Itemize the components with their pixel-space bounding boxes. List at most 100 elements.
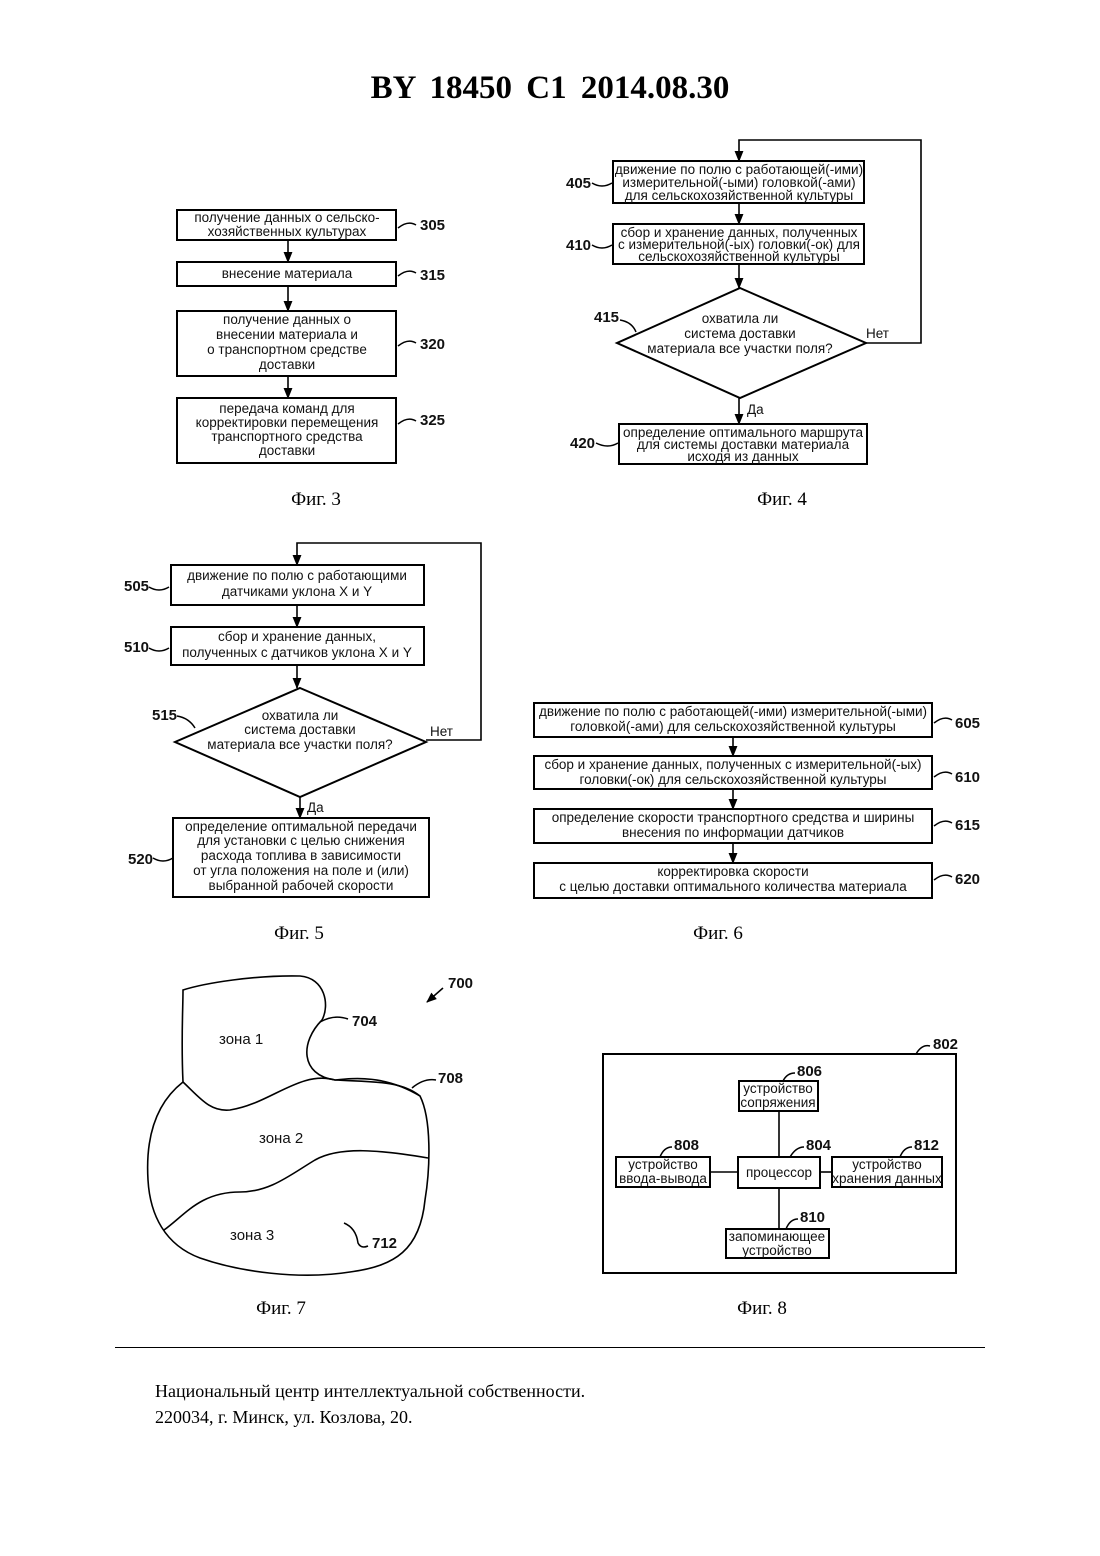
- fig-7: зона 1 зона 2 зона 3 704 708 712 700 Фиг…: [148, 975, 473, 1319]
- fig8-block-808-line-2: ввода-вывода: [619, 1171, 707, 1186]
- fig7-leader-712: [344, 1223, 368, 1247]
- fig8-block-806-line-1: устройство: [743, 1081, 813, 1096]
- fig6-box-610-line-1: сбор и хранение данных, полученных с изм…: [544, 757, 921, 772]
- footer: Национальный центр интеллектуальной собс…: [155, 1378, 585, 1430]
- fig8-block-812-line-1: устройство: [852, 1157, 922, 1172]
- fig5-box-520-line-1: определение оптимальной передачи: [185, 819, 417, 834]
- fig6-box-605-line-2: головкой(-ами) для сельскохозяйственной …: [570, 719, 896, 734]
- fig5-box-520-line-4: от угла положения на поле и (или): [193, 863, 409, 878]
- fig5-ref-510: 510: [124, 639, 149, 656]
- fig3-ref-315: 315: [420, 267, 445, 284]
- fig8-ref-806: 806: [797, 1063, 822, 1080]
- fig7-zone-3-label: зона 3: [230, 1227, 274, 1244]
- fig6-box-615-line-1: определение скорости транспортного средс…: [552, 810, 915, 825]
- fig5-caption: Фиг. 5: [274, 923, 324, 944]
- fig8-ref-802: 802: [933, 1036, 958, 1053]
- fig6-box-610-line-2: головки(-ок) для сельскохозяйственной ку…: [579, 772, 886, 787]
- fig7-zone1-boundary: [183, 1078, 335, 1110]
- fig6-ref-615: 615: [955, 817, 980, 834]
- fig5-box-505-line-2: датчиками уклона X и Y: [222, 584, 372, 599]
- fig5-leader-520: [153, 858, 173, 861]
- fig8-leader-802: [916, 1046, 930, 1054]
- fig3-ref-305: 305: [420, 217, 445, 234]
- fig4-box-420-line-3: исходя из данных: [687, 449, 799, 464]
- fig3-ref-320: 320: [420, 336, 445, 353]
- fig-6: движение по полю с работающей(-ими) изме…: [534, 703, 980, 944]
- fig4-decision-yes-label: Да: [747, 402, 764, 417]
- fig3-ref-325: 325: [420, 412, 445, 429]
- fig7-ref-704: 704: [352, 1013, 378, 1030]
- fig7-ref-712: 712: [372, 1235, 397, 1252]
- fig6-box-605-line-1: движение по полю с работающей(-ими) изме…: [539, 704, 927, 719]
- footer-line-2: 220034, г. Минск, ул. Козлова, 20.: [155, 1404, 585, 1430]
- fig7-leader-704: [320, 1017, 348, 1022]
- fig4-ref-410: 410: [566, 237, 591, 254]
- fig4-box-410-line-3: сельскохозяйственной культуры: [638, 249, 840, 264]
- fig6-box-615-line-2: внесения по информации датчиков: [622, 825, 844, 840]
- footer-line-1: Национальный центр интеллектуальной собс…: [155, 1378, 585, 1404]
- fig4-ref-415: 415: [594, 309, 619, 326]
- fig6-ref-620: 620: [955, 871, 980, 888]
- fig3-leader-325: [398, 419, 416, 424]
- fig-5: движение по полю с работающими датчиками…: [124, 543, 481, 944]
- fig7-leader-708: [412, 1080, 436, 1088]
- fig3-box-320-line-4: доставки: [259, 357, 315, 372]
- fig8-block-810-line-1: запоминающее: [729, 1229, 825, 1244]
- fig3-leader-315: [398, 271, 416, 276]
- fig7-zone-1-label: зона 1: [219, 1031, 263, 1048]
- fig3-box-315-line-1: внесение материала: [222, 266, 353, 281]
- fig5-box-510-line-1: сбор и хранение данных,: [218, 629, 376, 644]
- fig6-box-620-line-2: с целью доставки оптимального количества…: [559, 879, 907, 894]
- fig3-box-305-line-2: хозяйственных культурах: [208, 224, 367, 239]
- fig8-ref-812: 812: [914, 1137, 939, 1154]
- fig5-box-510-line-2: полученных с датчиков уклона X и Y: [182, 645, 412, 660]
- fig4-decision-line-3: материала все участки поля?: [647, 341, 832, 356]
- fig6-caption: Фиг. 6: [693, 923, 743, 944]
- fig8-block-812-line-2: хранения данных: [832, 1171, 942, 1186]
- fig7-ref-708: 708: [438, 1070, 463, 1087]
- fig5-box-520-line-3: расхода топлива в зависимости: [201, 848, 401, 863]
- fig6-box-620-line-1: корректировка скорости: [657, 864, 808, 879]
- fig3-leader-305: [398, 223, 416, 228]
- fig5-decision-yes-label: Да: [307, 800, 324, 815]
- fig5-decision-line-2: система доставки: [244, 722, 355, 737]
- footer-divider: [115, 1347, 985, 1348]
- fig-4: движение по полю с работающей(-ими) изме…: [566, 140, 921, 510]
- fig4-decision-line-2: система доставки: [684, 326, 795, 341]
- fig4-box-405-line-3: для сельскохозяйственной культуры: [625, 188, 853, 203]
- fig8-block-804-line-1: процессор: [746, 1165, 812, 1180]
- fig4-leader-415: [620, 320, 636, 332]
- fig7-zone-2-label: зона 2: [259, 1130, 303, 1147]
- fig3-box-320-line-3: о транспортном средстве: [207, 342, 367, 357]
- fig7-field-outline: [148, 976, 429, 1275]
- fig8-block-808-line-1: устройство: [628, 1157, 698, 1172]
- fig7-ref-700: 700: [448, 975, 473, 992]
- fig-8: 802 устройство сопряжения процессор устр…: [603, 1036, 958, 1319]
- fig6-leader-605: [934, 718, 952, 723]
- fig8-caption: Фиг. 8: [737, 1298, 787, 1319]
- fig5-ref-520: 520: [128, 851, 153, 868]
- fig5-decision-no-label: Нет: [430, 724, 453, 739]
- fig5-box-520-line-2: для установки с целью снижения: [197, 833, 405, 848]
- fig4-leader-405: [592, 183, 612, 186]
- fig6-leader-615: [934, 821, 952, 826]
- fig4-leader-420: [596, 443, 618, 446]
- fig7-caption: Фиг. 7: [256, 1298, 306, 1319]
- fig8-ref-804: 804: [806, 1137, 832, 1154]
- fig3-box-305-line-1: получение данных о сельско-: [194, 210, 379, 225]
- fig8-block-810-line-2: устройство: [742, 1243, 812, 1258]
- fig4-caption: Фиг. 4: [757, 489, 807, 510]
- fig8-ref-808: 808: [674, 1137, 699, 1154]
- fig3-box-325-line-4: доставки: [259, 443, 315, 458]
- fig4-decision-line-1: охватила ли: [702, 311, 779, 326]
- fig6-leader-610: [934, 772, 952, 777]
- fig6-leader-620: [934, 875, 952, 880]
- fig6-ref-610: 610: [955, 769, 980, 786]
- fig5-leader-510: [149, 648, 169, 651]
- fig3-box-320-line-1: получение данных о: [223, 312, 351, 327]
- fig6-ref-605: 605: [955, 715, 980, 732]
- fig3-box-320-line-2: внесении материала и: [216, 327, 358, 342]
- fig5-decision-line-1: охватила ли: [262, 708, 339, 723]
- fig5-ref-505: 505: [124, 578, 149, 595]
